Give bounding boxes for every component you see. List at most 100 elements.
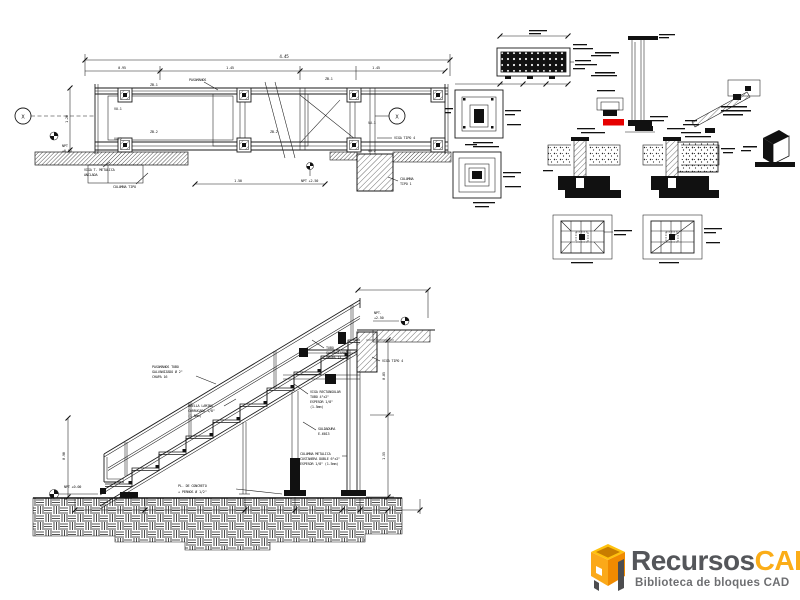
viga-tipo4-label: VIGA TIPO 4 xyxy=(394,136,415,140)
annotation-marks xyxy=(667,128,735,154)
brand-tagline: Biblioteca de bloques CAD xyxy=(635,577,790,589)
annotation-marks xyxy=(741,146,757,152)
detail-isometric-clip xyxy=(741,130,795,167)
viga-metalica-line2: ANCLADA xyxy=(84,173,98,177)
brand-accent: CAD xyxy=(754,545,800,576)
recursoscad-logo[interactable]: RecursosCAD Biblioteca de bloques CAD xyxy=(588,539,800,597)
annotation-marks xyxy=(543,128,605,172)
soldadura-line2: E-6013 xyxy=(318,432,330,436)
dim-bottom: 1.50 xyxy=(234,179,242,183)
detail-footing-plan-b xyxy=(642,214,722,264)
base-line1: PL. DE CONCRETO xyxy=(178,484,207,488)
pasamanos-line2: GALVANIZADO Ø 2" xyxy=(152,369,183,374)
annotation-marks xyxy=(659,228,722,264)
plan-ground-hatch xyxy=(34,151,452,192)
dim-seg3: 1.45 xyxy=(372,66,380,70)
zb1-label-b: ZB-1 xyxy=(325,77,333,81)
box-window xyxy=(596,566,602,576)
section-labels: PASAMANOS TUBO GALVANIZADO Ø 2" CHAPA 16… xyxy=(152,339,403,495)
viga-rect-line4: (1.5mm) xyxy=(310,405,323,409)
box-gray-foot xyxy=(594,580,599,591)
axis-bubble-left-label: X xyxy=(21,115,25,121)
box-gray-plank xyxy=(618,559,624,591)
axis-bubble-right-label: X xyxy=(395,115,399,121)
columna-line2: COSTANERA DOBLE 6"x2" xyxy=(300,457,340,461)
section-steps xyxy=(104,339,361,487)
plan-level-markers: NPT +0.00 NPT +2.50 xyxy=(49,131,318,183)
columna-right-line2: TIPO 1 xyxy=(400,182,412,186)
soldadura-line1: SOLDADURA xyxy=(318,427,336,431)
section-level-markers: NPT +0.00 NPT. +2.50 xyxy=(49,311,410,499)
zb2-label-b: ZB-2 xyxy=(270,130,278,134)
annotation-marks xyxy=(683,106,751,126)
detail-wall-section xyxy=(591,34,675,133)
vu1-label-b: VU-1 xyxy=(368,121,376,125)
section-stringers xyxy=(99,336,358,510)
section-dimensions: 0.90 0.85 1.55 xyxy=(62,287,431,514)
plan-view-drawing: 4.45 0.95 1.45 1.45 1.20 X X xyxy=(14,54,453,192)
detail-footing-section-a xyxy=(543,128,621,198)
columna-tipo-label: COLUMNA TIPO xyxy=(113,185,136,189)
detail-tread xyxy=(496,30,597,87)
details-drawings xyxy=(445,30,795,264)
vu2-label-b: VU-2 xyxy=(368,149,376,153)
zb2-label-a: ZB-2 xyxy=(150,130,158,134)
detail-base-plate-b xyxy=(452,144,521,208)
dim-seg2: 1.45 xyxy=(226,66,234,70)
npt-ground-line1: NPT xyxy=(62,144,69,148)
red-rebar-mark xyxy=(603,119,624,126)
vu1-label-a: VU-1 xyxy=(114,107,122,111)
dim-rail-height: 0.90 xyxy=(62,452,66,460)
dim-left-height: 1.20 xyxy=(65,115,69,123)
viga-metalica-line1: VIGA T. METALICA xyxy=(84,168,116,172)
npt-landing-line1: NPT. xyxy=(374,311,382,315)
section-handrail xyxy=(103,298,361,483)
annotation-marks xyxy=(445,108,521,148)
detail-footing-section-b xyxy=(642,128,735,198)
pasamanos-line1: PASAMANOS TUBO xyxy=(152,365,179,369)
viga-rect-line2: TUBO 4"x2" xyxy=(310,395,329,399)
detail-base-plate-a xyxy=(445,83,521,148)
logo-box-icon xyxy=(591,544,625,591)
brand-primary: Recursos xyxy=(631,545,755,576)
huella-line3: (1.5mm) xyxy=(188,414,201,418)
columna-right-line1: COLUMNA xyxy=(400,177,414,181)
box-interior xyxy=(596,546,620,558)
plan-axis-bubbles: X X xyxy=(14,107,406,125)
base-line2: + PERNOS Ø 1/2" xyxy=(178,489,207,494)
dim-right-upper: 0.85 xyxy=(382,372,386,380)
viga-tipo4-section-label: VIGA TIPO 4 xyxy=(382,359,403,363)
annotation-marks xyxy=(681,132,711,138)
section-landing-and-column xyxy=(239,329,435,496)
annotation-marks xyxy=(529,30,597,70)
viga-rect-line3: ESPESOR 1/8" xyxy=(310,400,333,404)
tubo-line2: GALVANIZADO xyxy=(326,351,347,355)
plan-labels: PASAMANOS ZB-1 ZB-1 ZB-2 ZB-2 VU-1 VU-1 … xyxy=(84,77,415,189)
columna-line3: ESPESOR 1/8" (1.5mm) xyxy=(300,462,338,466)
npt-ground-line2: +0.00 xyxy=(62,149,72,153)
annotation-marks xyxy=(591,34,675,122)
tubo-line1: TUBO xyxy=(326,346,334,350)
npt-landing-line2: +2.50 xyxy=(374,316,384,320)
columna-line1: COLUMNA METALICA xyxy=(300,452,332,456)
npt-ground-label: NPT +0.00 xyxy=(64,485,81,489)
tubo-line3: CHAPA 14 xyxy=(326,356,341,360)
vu2-label-a: VU-2 xyxy=(114,137,122,141)
dim-seg1: 0.95 xyxy=(118,66,126,70)
brand-wordmark: RecursosCAD xyxy=(631,547,800,575)
pasamanos-line3: CHAPA 16 xyxy=(152,375,167,379)
huella-line1: HUELLA LAMINA xyxy=(188,404,214,408)
huella-line2: CORRUGADA 1/8" xyxy=(188,409,215,413)
viga-rect-line1: VIGA RECTANGULAR xyxy=(310,390,342,394)
stair-section-drawing: 0.90 0.85 1.55 NPT +0.00 NPT. +2.50 PASA… xyxy=(32,287,435,551)
annotation-marks xyxy=(571,230,632,264)
detail-footing-plan-a xyxy=(552,214,632,264)
dim-right-lower: 1.55 xyxy=(382,452,386,460)
plan-dimension-left: 1.20 xyxy=(65,85,73,153)
plan-dimensions-top: 4.45 0.95 1.45 1.45 xyxy=(82,54,453,80)
section-ground xyxy=(32,497,403,551)
detail-stringer-connection xyxy=(683,79,761,133)
zb1-label-a: ZB-1 xyxy=(150,83,158,87)
annotation-marks xyxy=(465,144,521,208)
